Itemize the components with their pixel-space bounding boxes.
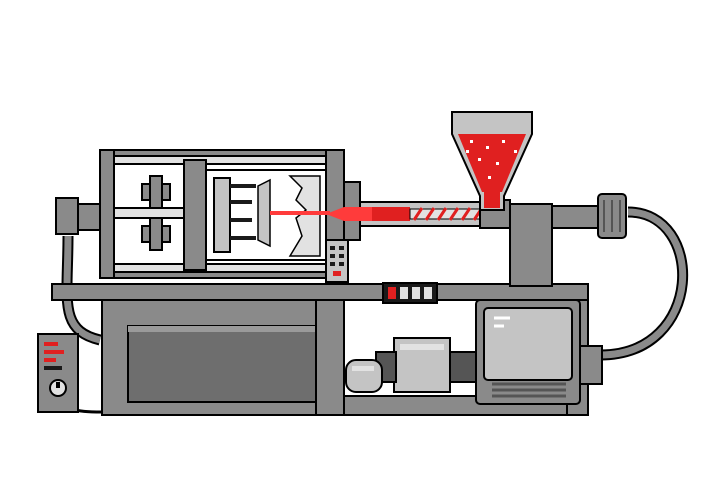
machine-top-rail — [51, 283, 589, 301]
injection-drive-housing — [509, 203, 553, 287]
keypad-icon — [325, 239, 349, 283]
screw-icon — [409, 207, 491, 221]
hopper-icon — [451, 111, 533, 211]
hydraulic-cylinder-injection — [551, 205, 599, 229]
digital-display-icon — [382, 282, 438, 304]
plastic-pellets — [458, 134, 526, 192]
moving-platen — [183, 159, 207, 271]
tie-bar-bottom — [113, 263, 345, 273]
motor-icon — [447, 299, 603, 405]
injection-unit — [326, 181, 627, 287]
mold-cavity — [257, 178, 271, 248]
rear-platen — [99, 149, 115, 279]
machine-base — [51, 283, 589, 416]
control-box-icon — [37, 333, 79, 413]
pump-icon — [375, 337, 451, 393]
cabinet-panel — [127, 325, 317, 403]
mold-half-left — [213, 177, 231, 253]
clamp-cylinder — [55, 197, 79, 235]
center-support-post — [315, 299, 345, 416]
mold-half-right — [288, 175, 321, 257]
oil-tank — [345, 359, 383, 393]
tie-bar-top — [113, 155, 345, 165]
mold-icon — [205, 169, 330, 261]
